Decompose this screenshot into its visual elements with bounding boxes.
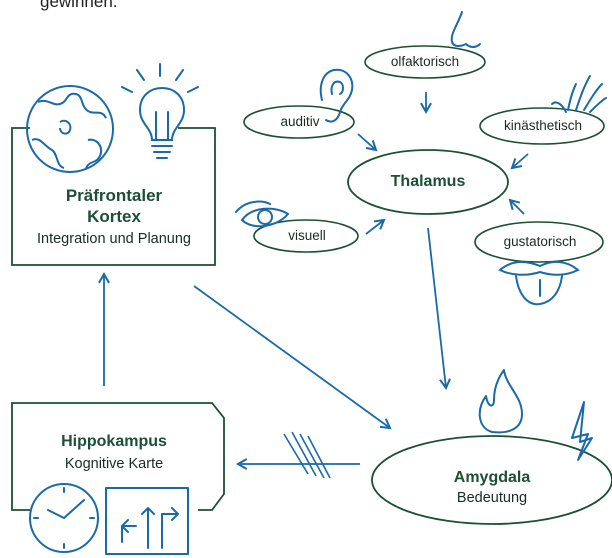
flame-icon (478, 369, 523, 434)
praefrontal-title-line1: Präfrontaler (65, 186, 163, 205)
oval-visuell (253, 219, 359, 253)
blocked-marks (283, 431, 331, 479)
road-sign-icon (105, 487, 189, 555)
arrow-gustatorisch-thalamus (508, 198, 525, 215)
header-fragment: gewinnen. (40, 0, 118, 11)
arrow-visuell-thalamus (365, 218, 386, 235)
globe-icon (26, 85, 114, 173)
oval-gustatorisch (474, 221, 604, 263)
arrow-praefrontal-amygdala (193, 285, 392, 430)
arrow-auditiv-thalamus (357, 133, 378, 152)
label-kinaesthetisch: kinästhetisch (503, 118, 583, 133)
label-olfaktorisch: olfaktorisch (390, 54, 460, 69)
label-auditiv: auditiv (280, 114, 320, 129)
mouth-icon (498, 260, 580, 306)
amygdala-subtitle: Bedeutung (456, 490, 528, 506)
oval-thalamus (347, 149, 509, 215)
arrow-kinaesthetisch-thalamus (510, 153, 529, 170)
oval-kinaesthetisch (479, 107, 605, 145)
label-gustatorisch: gustatorisch (503, 234, 577, 249)
lightning-icon (571, 401, 593, 461)
praefrontal-subtitle: Integration und Planung (37, 231, 191, 247)
label-visuell: visuell (288, 228, 326, 243)
praefrontal-box (11, 127, 216, 266)
eye-icon (235, 200, 290, 228)
nose-icon (450, 11, 481, 48)
hippokampus-title: Hippokampus (61, 433, 167, 450)
praefrontal-title-line2: Kortex (87, 207, 141, 226)
oval-amygdala (371, 435, 612, 525)
label-thalamus: Thalamus (390, 173, 466, 190)
clock-icon (29, 483, 99, 553)
arrow-thalamus-amygdala (427, 227, 451, 391)
oval-auditiv (243, 105, 355, 139)
hand-icon (551, 75, 607, 113)
oval-olfaktorisch (364, 45, 486, 79)
lightbulb-icon (121, 63, 199, 159)
amygdala-title: Amygdala (453, 469, 531, 486)
ear-icon (319, 68, 354, 123)
hippokampus-box (11, 402, 225, 511)
hippokampus-subtitle: Kognitive Karte (64, 456, 164, 472)
